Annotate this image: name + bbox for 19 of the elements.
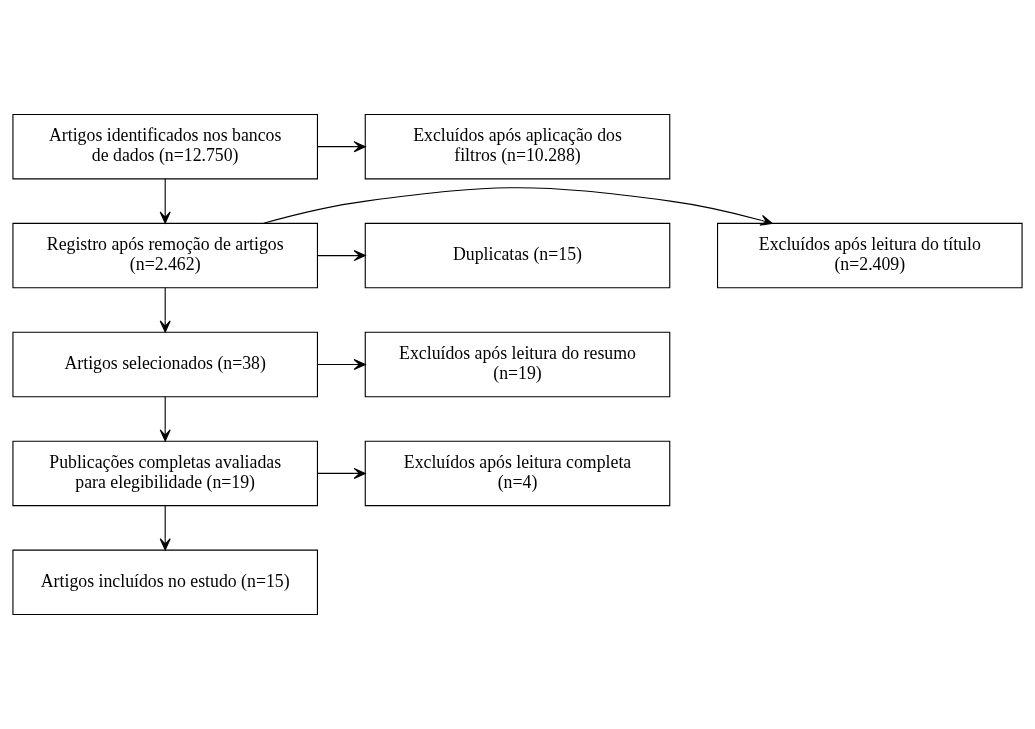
arrow [159, 505, 171, 551]
node-box: Excluídos após leitura completa (n=4) [364, 440, 671, 507]
node-box: Duplicatas (n=15) [364, 222, 671, 289]
arrow [317, 250, 366, 262]
node-box: Artigos incluídos no estudo (n=15) [12, 549, 318, 616]
node-box: Registro após remoção de artigos (n=2.462) [12, 222, 318, 289]
node-box: Artigos selecionados (n=38) [12, 331, 318, 398]
arrow [317, 358, 366, 371]
arrow [159, 396, 171, 442]
arrow [317, 467, 366, 479]
arrow [263, 187, 773, 226]
node-box: Excluídos após leitura do título (n=2.409) [717, 222, 1023, 289]
arrow [317, 141, 366, 153]
node-box: Publicações completas avaliadas para elegibilidade (n=19) [12, 440, 318, 507]
node-box: Excluídos após leitura do resumo (n=19) [364, 331, 671, 398]
arrow [159, 178, 171, 224]
arrow [159, 287, 171, 333]
node-box: Excluídos após aplicação dos filtros (n=10.288) [364, 113, 671, 180]
node-box: Artigos identificados nos bancos de dados (n=12.750) [12, 113, 318, 180]
